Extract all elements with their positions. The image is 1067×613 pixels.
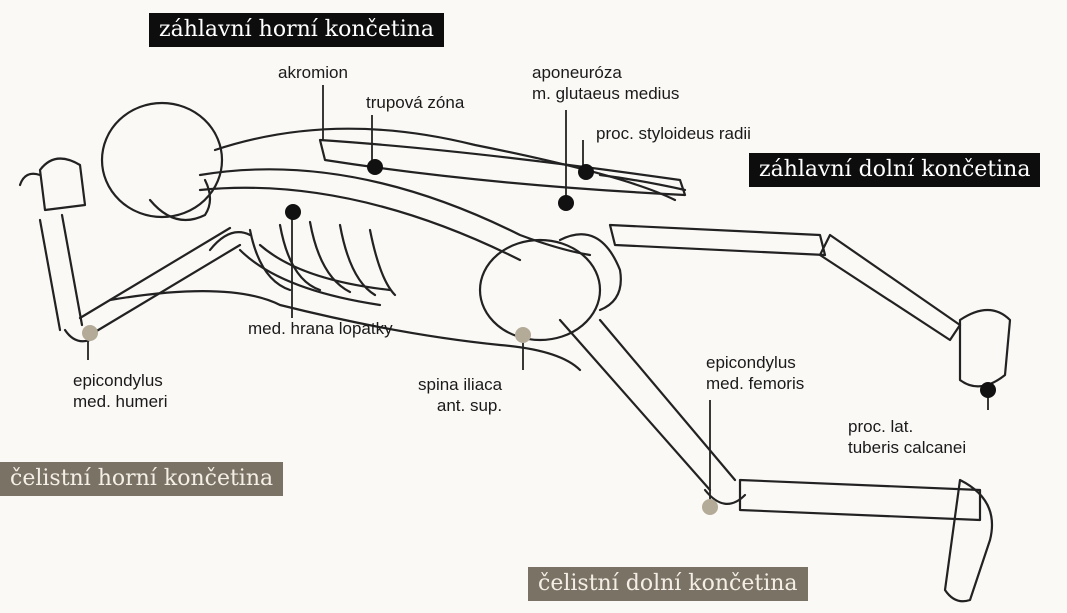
foot-back bbox=[960, 310, 1010, 386]
femur-back bbox=[610, 225, 825, 255]
label-akromion: akromion bbox=[278, 62, 348, 83]
label-trupova-zona: trupová zóna bbox=[366, 92, 464, 113]
point-epicondylus-humeri bbox=[82, 325, 98, 341]
label-calcanei: proc. lat. tuberis calcanei bbox=[848, 416, 966, 458]
point-hrana-lopatky bbox=[285, 204, 301, 220]
label-styloideus: proc. styloideus radii bbox=[596, 123, 751, 144]
label-hrana-lopatky: med. hrana lopatky bbox=[248, 318, 393, 339]
point-styloideus bbox=[578, 164, 594, 180]
tag-celistni-dolni: čelistní dolní končetina bbox=[528, 567, 808, 601]
point-trupova-zona bbox=[367, 159, 383, 175]
hand-left bbox=[40, 159, 85, 210]
point-calcanei bbox=[980, 382, 996, 398]
tibia-front bbox=[740, 480, 980, 520]
foot-front bbox=[945, 480, 992, 601]
femur-front bbox=[600, 320, 735, 480]
point-spina-iliaca bbox=[515, 327, 531, 343]
pelvis bbox=[480, 240, 600, 340]
point-epicondylus-femoris bbox=[702, 499, 718, 515]
tag-zahlavni-dolni: záhlavní dolní končetina bbox=[749, 153, 1040, 187]
label-spina-iliaca: spina iliaca ant. sup. bbox=[418, 374, 502, 416]
point-aponeuroza bbox=[558, 195, 574, 211]
tag-celistni-horni: čelistní horní končetina bbox=[0, 462, 283, 496]
skull bbox=[102, 103, 222, 217]
label-aponeuroza: aponeuróza m. glutaeus medius bbox=[532, 62, 679, 104]
label-epicondylus-humeri: epicondylus med. humeri bbox=[73, 370, 167, 412]
spine bbox=[200, 169, 590, 255]
label-epicondylus-femoris: epicondylus med. femoris bbox=[706, 352, 804, 394]
tag-zahlavni-horni: záhlavní horní končetina bbox=[149, 13, 444, 47]
